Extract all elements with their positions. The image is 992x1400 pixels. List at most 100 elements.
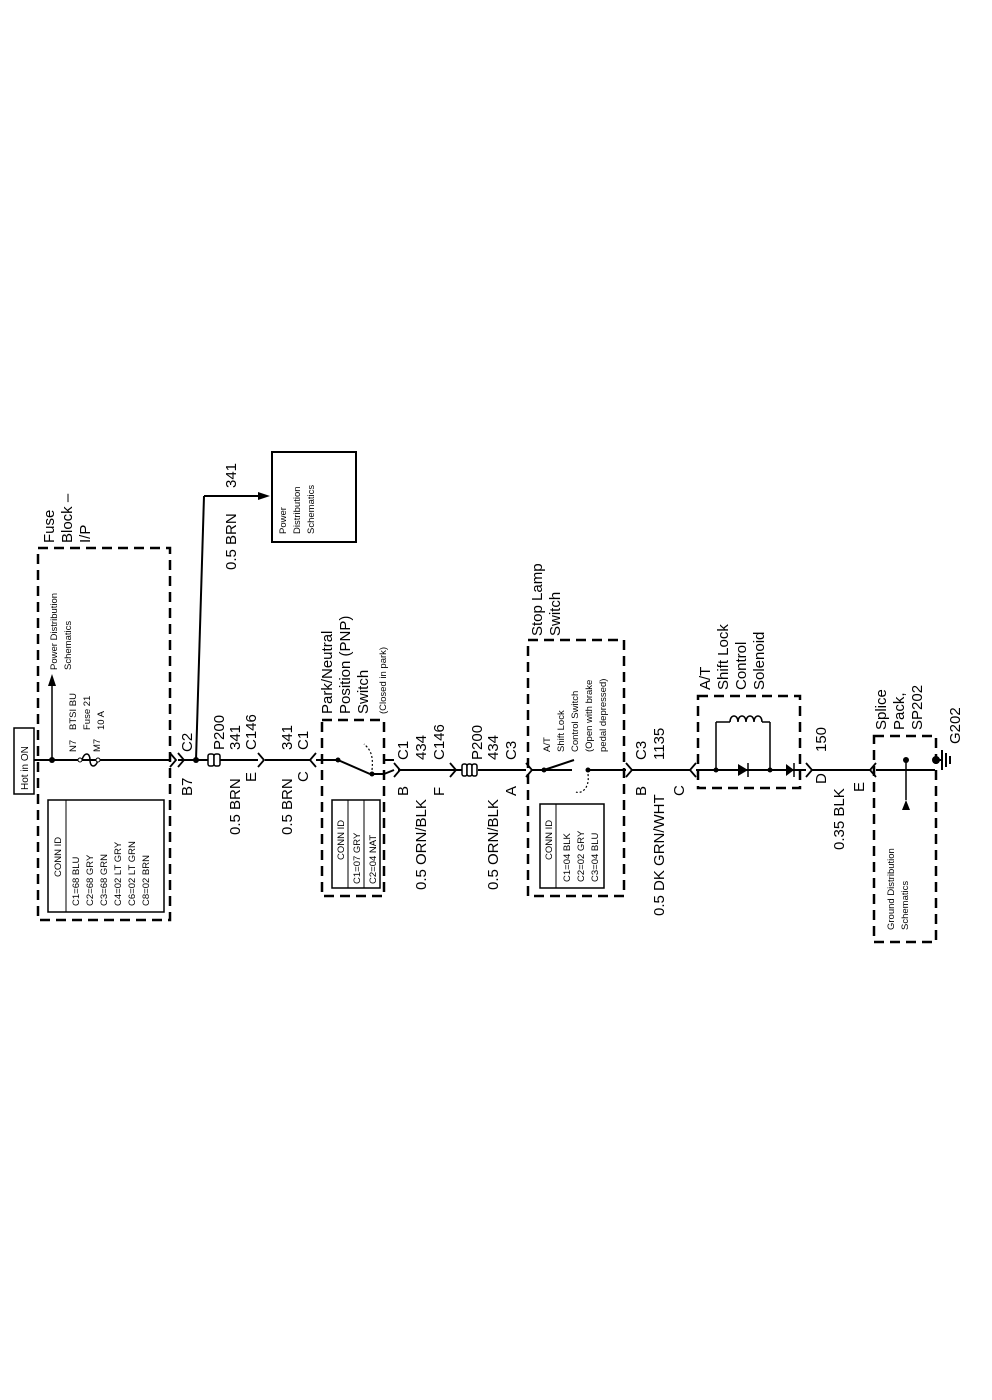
fuse_block-conn_ids-4-label: C6=02 LT GRN	[127, 841, 138, 906]
stop_lamp-wire_out-label: 0.5 DK GRN/WHT	[651, 794, 668, 916]
splice-ground_dist_lines-1-label: Schematics	[900, 881, 911, 930]
ground-g202-icon	[932, 750, 951, 770]
pnp-title_lines-1-label: Position (PNP)	[337, 616, 354, 714]
splice-title_lines-1-label: Pack,	[891, 692, 908, 730]
fuse_block-b7-label: B7	[179, 778, 196, 796]
stop_lamp-switch_lines-2-label: Control Switch	[570, 691, 581, 752]
pnp-circuit-label: 341	[279, 725, 296, 750]
connector-c146-f	[449, 762, 458, 778]
p200_b-wire-label: 0.5 ORN/BLK	[485, 799, 502, 890]
stop_lamp-circuit_out-label: 1135	[651, 728, 668, 760]
connector-pnp-out	[393, 762, 402, 778]
fuse_block-c2-label: C2	[179, 733, 196, 752]
splice-title_lines-2-label: SP202	[909, 685, 926, 730]
stop_lamp-title_lines-1-label: Switch	[547, 592, 564, 636]
branch-arrow-icon	[258, 492, 270, 500]
shift-lock-solenoid: A/T Shift Lock Control Solenoid	[696, 624, 802, 790]
branch-power_dist_lines-0-label: Power	[278, 507, 289, 534]
fuse_block-conn_ids-3-label: C4=02 LT GRY	[113, 841, 124, 906]
stop_lamp-conn_ids-1-label: C2=02 GRY	[576, 830, 587, 882]
pnp-conn_top-label: C1	[295, 731, 312, 750]
stop-lamp-switch: Stop Lamp Switch A/T Shift Lock Control …	[526, 563, 626, 898]
pnp-pin_out2-label: F	[431, 787, 448, 796]
pnp-pin_top-label: C	[295, 771, 312, 782]
fuse_block-conn_id_title-label: CONN ID	[53, 837, 64, 877]
pnp-conn_id_title-label: CONN ID	[336, 820, 347, 860]
pnp-title_lines-2-label: Switch	[355, 670, 372, 714]
branch-power_dist_lines-2-label: Schematics	[306, 485, 317, 534]
stop_lamp-conn_ids-0-label: C1=04 BLK	[562, 832, 573, 882]
pnp-conn-id-table: CONN ID C1=07 GRY C2=04 NAT	[331, 799, 381, 889]
branch-wire_size-label: 0.5 BRN	[223, 513, 240, 570]
p200_a-connector-label: C146	[243, 714, 260, 750]
p200_a-pin-label: E	[243, 772, 260, 782]
hot-in-on-label: Hot in ON	[13, 727, 52, 795]
fuse_block-conn_ids-2-label: C3=68 GRN	[99, 854, 110, 906]
stop_lamp-conn_out-label: C3	[633, 741, 650, 760]
pnp-conn_out-label: C1	[395, 741, 412, 760]
branch-power_dist_lines-1-label: Distribution	[292, 486, 303, 534]
pnp-title_lines-0-label: Park/Neutral	[319, 631, 336, 714]
pnp-wire_in-label: 0.5 BRN	[279, 778, 296, 835]
connector-c146-e	[257, 752, 266, 768]
branch-junction-dot	[193, 757, 199, 763]
fuse_block-fuse_lines-0-label: BTSI BU	[68, 693, 79, 730]
pnp-conn_ids-0-label: C1=07 GRY	[352, 832, 363, 884]
p200_b-pin-label: A	[503, 786, 520, 796]
p200-inline-connector-b	[461, 763, 478, 777]
solenoid-coil-icon	[729, 715, 763, 723]
fuse_block-n7-label: N7	[68, 740, 79, 752]
branch-circuit-label: 341	[223, 463, 240, 488]
splice-ground_dist_lines-0-label: Ground Distribution	[886, 848, 897, 930]
fuse_block-power_dist_lines-1-label: Schematics	[63, 621, 74, 670]
fuse-block-conn-id-table: CONN ID C1=68 BLU C2=68 GRY C3=68 GRN C4…	[47, 799, 165, 913]
fuse_block-conn_ids-1-label: C2=68 GRY	[85, 854, 96, 906]
stop_lamp-title_lines-0-label: Stop Lamp	[529, 563, 546, 636]
fuse-block: Fuse Block – I/P CONN ID C1=68 BLU C2=68…	[36, 493, 172, 922]
fuse_block-fuse_lines-1-label: Fuse 21	[82, 696, 93, 730]
stop_lamp-switch_lines-3-label: (Open with brake	[584, 680, 595, 752]
solenoid-title_lines-0-label: A/T	[697, 667, 714, 690]
pnp-note-label: (Closed in park)	[378, 647, 389, 714]
fuse_block-m7-label: M7	[92, 739, 103, 752]
stop-lamp-switch-blade	[543, 759, 575, 771]
hot_in_on-label: Hot in ON	[20, 746, 31, 790]
stop_lamp-pin_out2-label: C	[671, 785, 688, 796]
pnp-switch: Park/Neutral Position (PNP) Switch (Clos…	[319, 616, 395, 898]
stop_lamp-conn_id_title-label: CONN ID	[544, 820, 555, 860]
solenoid-wire_out-label: 0.35 BLK	[831, 788, 848, 850]
ground-distribution-arrow-icon	[902, 800, 910, 810]
p200-inline-connector-a	[207, 753, 221, 767]
fuse-symbol-icon	[81, 753, 99, 767]
stop_lamp-pin_out-label: B	[633, 786, 650, 796]
fuse_block-power_dist_lines-0-label: Power Distribution	[49, 593, 60, 670]
splice-ground-label: G202	[947, 707, 964, 744]
connector-solenoid-d	[805, 762, 814, 778]
power-distribution-arrow-icon	[48, 674, 56, 686]
solenoid-circuit_out-label: 150	[813, 727, 830, 752]
stop_lamp-conn_ids-2-label: C3=04 BLU	[590, 832, 601, 882]
solenoid-pin_out2-label: E	[851, 782, 868, 792]
main-wire	[52, 759, 935, 771]
p200_b-circuit-label: 434	[485, 735, 502, 760]
connector-solenoid-c	[688, 762, 697, 778]
connector-c2-b7	[169, 752, 186, 768]
pnp-pin_out-label: B	[395, 786, 412, 796]
branch-wire	[195, 495, 264, 761]
fuse_block-title_lines-0-label: Fuse	[41, 510, 58, 543]
solenoid-title_lines-1-label: Shift Lock	[715, 624, 732, 690]
solenoid-pin_out-label: D	[813, 773, 830, 784]
pnp-switch-blade	[337, 759, 371, 775]
p200_a-circuit-label: 341	[227, 725, 244, 750]
stop_lamp-switch_lines-1-label: Shift Lock	[556, 710, 567, 752]
p200_b-conn-label: C3	[503, 741, 520, 760]
p200_b-name-label: P200	[469, 725, 486, 760]
stop_lamp-switch_lines-0-label: A/T	[542, 737, 553, 752]
fuse_block-fuse_lines-2-label: 10 A	[96, 710, 107, 730]
fuse_block-conn_ids-0-label: C1=68 BLU	[71, 856, 82, 906]
stop_lamp-switch_lines-4-label: pedal depressed)	[598, 679, 609, 752]
solenoid-title_lines-3-label: Solenoid	[751, 632, 768, 690]
p200_a-name-label: P200	[211, 715, 228, 750]
pnp-conn_ids-1-label: C2=04 NAT	[368, 835, 379, 884]
